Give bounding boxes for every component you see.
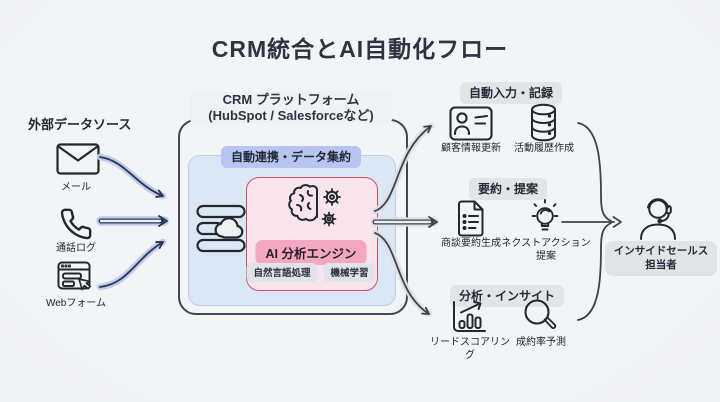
recipient-badge: インサイドセールス担当者	[605, 241, 717, 277]
cloud-sync-icon	[196, 203, 248, 254]
tag-nlp: 自然言語処理	[246, 263, 318, 282]
magnifier-icon	[521, 297, 559, 334]
output-label-customer-update: 顧客情報更新	[441, 143, 501, 154]
database-icon	[530, 103, 557, 142]
document-icon	[456, 200, 486, 237]
tag-ml: 機械学習	[323, 263, 376, 282]
output-label-activity-log: 活動履歴作成	[514, 143, 574, 154]
source-label-mail: メール	[61, 182, 91, 193]
ai-engine-badge: AI 分析エンジン	[255, 240, 367, 265]
headset-person-icon	[637, 195, 679, 242]
crm-platform-title: CRM プラットフォーム	[222, 92, 360, 107]
output-label-meeting-summary: 商談要約生成	[441, 238, 501, 249]
source-label-calls: 通話ログ	[56, 243, 96, 254]
source-label-webform: Webフォーム	[45, 298, 107, 309]
output-label-next-action: ネクストアクション提案	[501, 238, 591, 262]
data-aggregation-badge: 自動連携・データ集約	[220, 146, 362, 168]
webform-icon	[57, 261, 93, 294]
crm-platform-label: CRM プラットフォーム (HubSpot / Salesforceなど)	[190, 92, 392, 123]
brain-gears-icon	[285, 182, 349, 234]
bar-chart-icon	[451, 299, 488, 334]
mail-icon	[56, 143, 100, 175]
id-card-icon	[449, 106, 493, 141]
ai-engine-tags: 自然言語処理 機械学習	[246, 263, 376, 282]
output-label-lead-scoring: リードスコアリング	[430, 337, 510, 361]
output-label-close-rate: 成約率予測	[516, 337, 566, 348]
phone-icon	[59, 207, 93, 241]
page-title: CRM統合とAI自動化フロー	[211, 36, 509, 62]
sources-label: 外部データソース	[28, 117, 132, 132]
line-autoinput-to-rep	[577, 122, 612, 222]
output-badge-summary: 要約・提案	[468, 178, 548, 200]
output-badge-auto-input: 自動入力・記録	[459, 82, 563, 104]
lightbulb-icon	[531, 198, 559, 238]
crm-platform-subtitle: (HubSpot / Salesforceなど)	[208, 107, 374, 123]
